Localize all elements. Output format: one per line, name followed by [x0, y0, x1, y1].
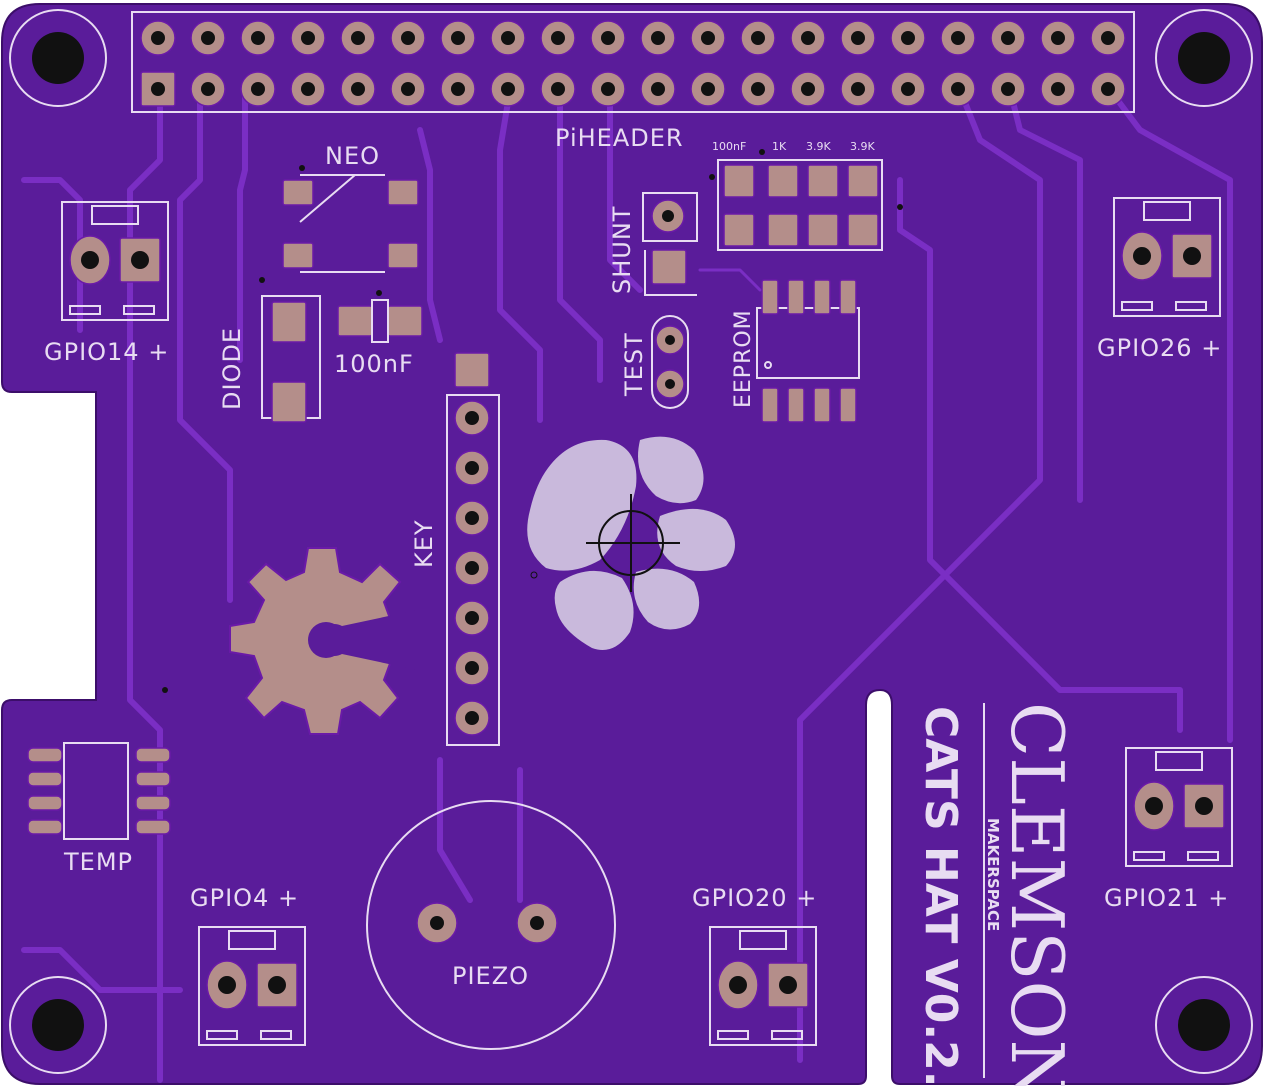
header-pin-hole — [901, 31, 915, 45]
header-pin-hole — [751, 82, 765, 96]
header-pin-hole — [801, 31, 815, 45]
label-eeprom: EEPROM — [731, 309, 756, 408]
terminal-gpio20 — [709, 926, 817, 1046]
piezo-buzzer: PIEZO — [366, 800, 616, 1050]
header-pin-hole — [1001, 82, 1015, 96]
cap-100nf: 100nF — [334, 290, 423, 378]
header-pin-hole — [401, 31, 415, 45]
label-diode: DIODE — [218, 327, 246, 410]
label-temp: TEMP — [63, 848, 133, 876]
header-pin-hole — [451, 31, 465, 45]
header-pin-hole — [701, 82, 715, 96]
label-makerspace: MAKERSPACE — [984, 818, 1002, 931]
header-pin-hole — [901, 82, 915, 96]
header-pin-hole — [151, 31, 165, 45]
key-pin-hole — [465, 511, 479, 525]
terminal-gpio14 — [61, 201, 169, 321]
key-pin-hole — [465, 661, 479, 675]
neo-led: NEO — [282, 142, 419, 273]
key-connector: KEY — [410, 352, 500, 746]
label-100nf: 100nF — [334, 350, 414, 378]
key-pin-hole — [465, 411, 479, 425]
clemson-brand: CLEMSON MAKERSPACE — [983, 702, 1079, 1086]
open-hardware-gear-icon — [229, 547, 417, 735]
label-piheader: PiHEADER — [555, 124, 684, 152]
header-pin-hole — [601, 82, 615, 96]
label-gpio20: GPIO20 + — [692, 884, 817, 912]
label-title: CATS HAT V0.2.1 — [915, 706, 966, 1086]
resistor-array: 100nF 1K 3.9K 3.9K — [709, 140, 903, 251]
key-pin-hole — [465, 711, 479, 725]
terminal-gpio21 — [1125, 747, 1233, 867]
key-pin-hole — [465, 561, 479, 575]
header-pin-hole — [701, 31, 715, 45]
terminal-gpio26 — [1113, 197, 1221, 317]
crosshair-fiducial-icon — [530, 494, 680, 592]
key-pin-hole — [465, 461, 479, 475]
header-pin-hole — [501, 82, 515, 96]
screw-terminals — [61, 197, 1233, 1046]
test-points: TEST — [620, 315, 689, 409]
header-pin-hole — [551, 31, 565, 45]
header-pin-hole — [201, 82, 215, 96]
label-key: KEY — [410, 519, 438, 568]
tiger-paw-icon — [527, 436, 735, 650]
label-gpio14: GPIO14 + — [44, 338, 169, 366]
label-gpio26: GPIO26 + — [1097, 334, 1222, 362]
key-pins — [454, 400, 490, 736]
label-piezo: PIEZO — [452, 962, 529, 990]
label-brand: CLEMSON — [995, 702, 1079, 1086]
header-pin-hole — [251, 31, 265, 45]
header-pin-hole — [451, 82, 465, 96]
diode: DIODE — [218, 277, 321, 423]
header-pin-hole — [951, 82, 965, 96]
header-pin-hole — [301, 82, 315, 96]
header-pin-hole — [801, 82, 815, 96]
terminal-gpio4 — [198, 926, 306, 1046]
header-pin-hole — [651, 31, 665, 45]
label-r-100nf: 100nF — [712, 140, 746, 153]
header-pin-hole — [1051, 82, 1065, 96]
header-pin-hole — [551, 82, 565, 96]
board-title: CATS HAT V0.2.1 — [915, 706, 966, 1086]
header-pin-hole — [1001, 31, 1015, 45]
header-pin-hole — [401, 82, 415, 96]
label-r-1k: 1K — [772, 140, 787, 153]
header-pins — [140, 20, 1126, 107]
header-pin-hole — [1051, 31, 1065, 45]
label-gpio4: GPIO4 + — [190, 884, 299, 912]
pi-header: PiHEADER — [131, 11, 1135, 152]
eeprom-chip: EEPROM — [731, 279, 860, 423]
key-pin-hole — [465, 611, 479, 625]
header-pin-hole — [651, 82, 665, 96]
header-pin-hole — [351, 31, 365, 45]
header-pin-hole — [501, 31, 515, 45]
header-pin-hole — [351, 82, 365, 96]
header-pin-hole — [1101, 82, 1115, 96]
header-pin-hole — [251, 82, 265, 96]
label-neo: NEO — [325, 142, 380, 170]
mounting-holes — [9, 9, 1253, 1074]
header-pin-hole — [851, 31, 865, 45]
shunt-header: SHUNT — [608, 192, 698, 296]
label-r-39k-b: 3.9K — [850, 140, 875, 153]
temp-sensor: TEMP — [27, 687, 171, 876]
header-pin-hole — [751, 31, 765, 45]
label-shunt: SHUNT — [608, 206, 636, 294]
header-pin-hole — [1101, 31, 1115, 45]
header-pin-hole — [851, 82, 865, 96]
label-test: TEST — [620, 332, 648, 397]
label-r-39k-a: 3.9K — [806, 140, 831, 153]
header-pin-hole — [951, 31, 965, 45]
header-pin-hole — [201, 31, 215, 45]
header-pin-hole — [301, 31, 315, 45]
header-pin-hole — [601, 31, 615, 45]
header-pin-hole — [151, 82, 165, 96]
label-gpio21: GPIO21 + — [1104, 884, 1229, 912]
